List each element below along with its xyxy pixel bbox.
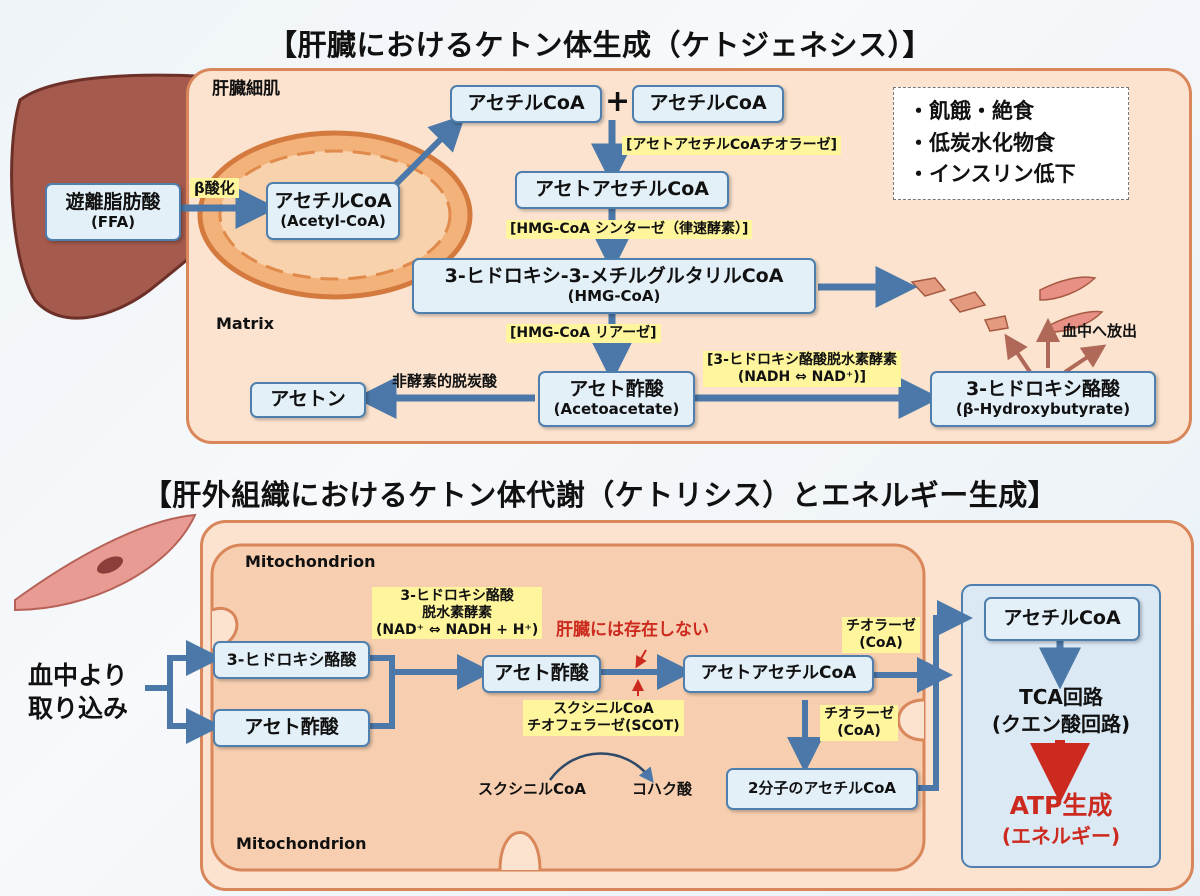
two-acetyl-coa-box: 2分子のアセチルCoA [726,768,918,810]
matrix-label: Matrix [216,314,275,333]
mitochondrion-label-top: Mitochondrion [245,552,376,571]
acetone-box: アセトン [250,382,366,418]
thiolase-label-b: チオラーゼ(CoA) [820,705,898,741]
cell-label: 肝臓細肌 [212,79,280,99]
acetyl-coa-tca-box: アセチルCoA [984,597,1140,641]
condition-item: ・低炭水化物食 [908,130,1055,155]
succinate-label: コハク酸 [632,780,693,798]
acetoacetate-in-box: アセト酢酸 [213,709,370,747]
thiolase-label-a: チオラーゼ(CoA) [842,617,920,653]
condition-item: ・飢餓・絶食 [908,99,1034,123]
uptake-label: 血中より取り込み [28,661,129,723]
mitochondrion-label-bottom: Mitochondrion [236,834,367,853]
hmg-coa-box: 3-ヒドロキシ-3-メチルグルタリルCoA(HMG-CoA) [412,258,816,314]
acetyl-coa-matrix-box: アセチルCoA(Acetyl-CoA) [266,182,400,240]
liver-absent-note: 肝臓には存在しない [556,620,709,640]
acetoacetate-box: アセト酢酸(Acetoacetate) [538,371,695,427]
conditions-box: ・飢餓・絶食 ・低炭水化物食 ・インスリン低下 [893,87,1129,200]
ffa-box: 遊離脂肪酸(FFA) [45,183,181,241]
beta-oxidation-label: β酸化 [190,178,239,198]
tca-cycle-label: TCA回路(クエン酸回路) [991,685,1131,736]
nonenzymatic-label: 非酵素的脱炭酸 [392,372,498,390]
bhb-box: 3-ヒドロキシ酪酸(β-Hydroxybutyrate) [930,371,1156,427]
hmg-lyase-label: [HMG-CoA リアーゼ] [506,324,661,343]
acetoacetate-bottom-box: アセト酢酸 [482,655,601,693]
bottom-title: 【肝外組織におけるケトン体代謝（ケトリシス）とエネルギー生成】 [142,478,1058,512]
thiolase-label: [アセトアセチルCoAチオラーゼ] [622,136,841,155]
acetyl-coa-box-a: アセチルCoA [450,85,602,123]
release-label: 血中へ放出 [1062,322,1138,340]
top-title: 【肝臓におけるケトン体生成（ケトジェネシス）】 [267,28,932,62]
condition-item: ・インスリン低下 [908,162,1076,186]
atp-label: ATP生成(エネルギー) [1001,791,1121,848]
plus-sign: + [605,84,631,119]
succinyl-coa-label: スクシニルCoA [478,780,586,798]
bdh-bottom-label: 3-ヒドロキシ酪酸脱水素酵素(NAD⁺ ⇔ NADH + H⁺) [372,587,543,640]
bhb-in-box: 3-ヒドロキシ酪酸 [213,641,370,679]
hmg-synthase-label: [HMG-CoA シンターゼ（律速酵素）] [506,220,753,239]
acetyl-coa-box-b: アセチルCoA [632,85,784,123]
bdh-label: [3-ヒドロキシ酪酸脱水素酵素(NADH ⇔ NAD⁺)] [703,351,901,387]
acetoacetyl-coa-bottom-box: アセトアセチルCoA [683,655,874,693]
tca-panel [961,584,1161,868]
acetoacetyl-coa-box: アセトアセチルCoA [515,171,729,209]
